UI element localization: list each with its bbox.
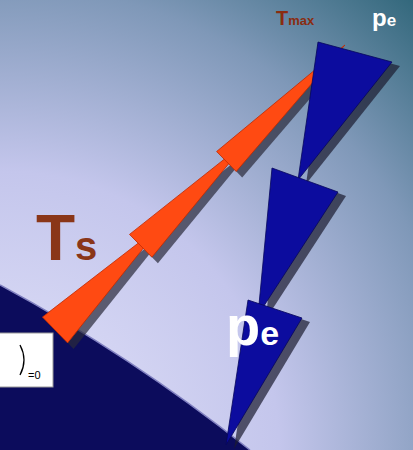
formula-text: =0 bbox=[28, 370, 41, 381]
max-stress-label: Tmax bbox=[276, 8, 314, 28]
pressure-label: pe bbox=[226, 298, 279, 354]
shear-stress-label: Ts bbox=[36, 206, 97, 270]
shear-stress-arrow bbox=[42, 45, 345, 343]
pressure-label: pe bbox=[372, 6, 396, 30]
formula-box bbox=[0, 333, 53, 387]
earth-edge bbox=[0, 285, 250, 450]
formula-bracket bbox=[20, 345, 24, 375]
earth-arc bbox=[0, 285, 250, 450]
pressure-arrow bbox=[226, 42, 392, 445]
